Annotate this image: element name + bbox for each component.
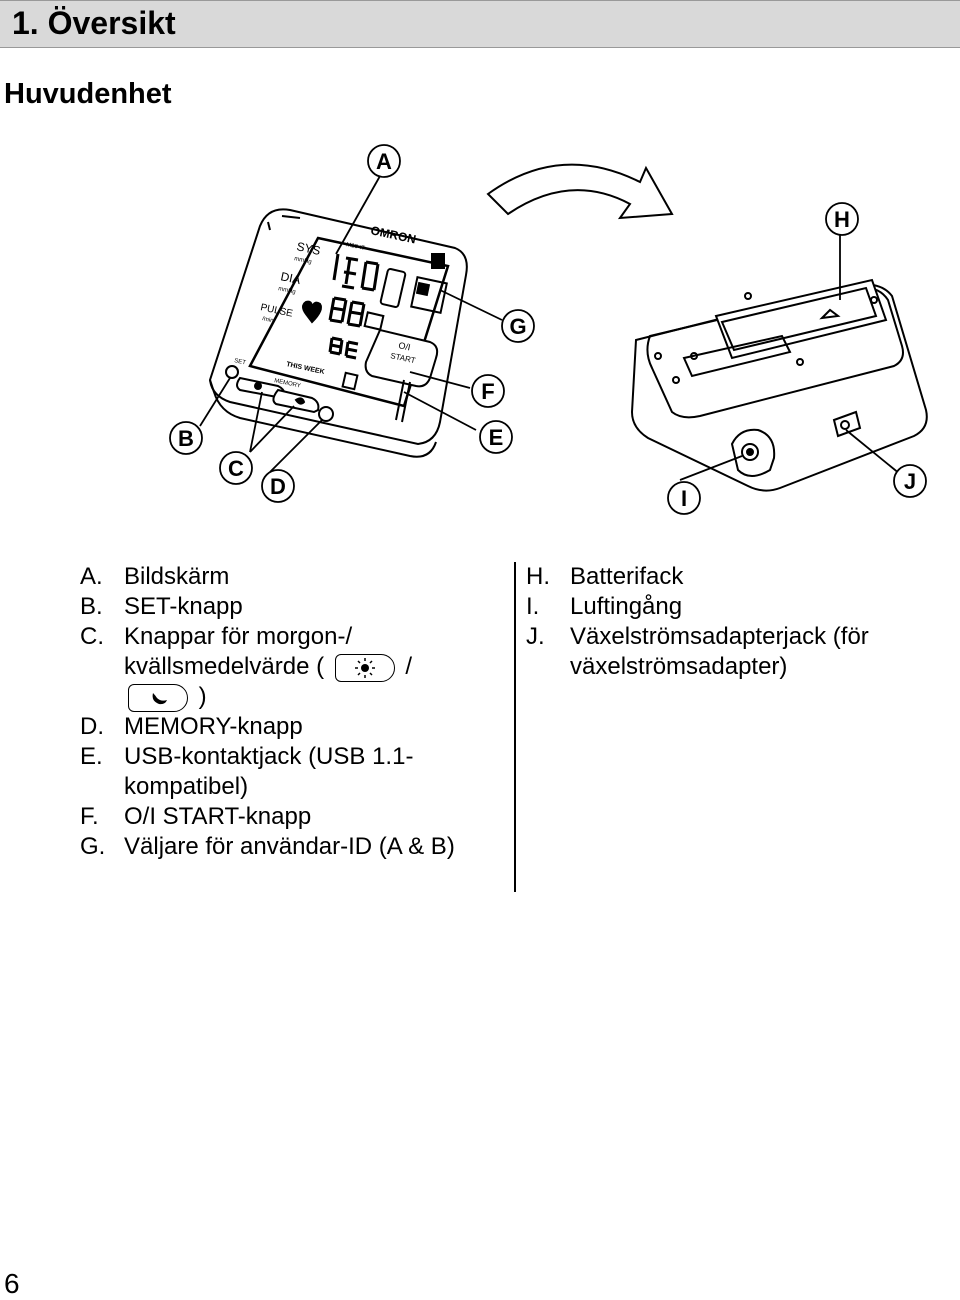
legend-item-c: C. Knappar för morgon-/ kvällsmedelvärde… — [80, 623, 413, 712]
page-number: 6 — [4, 1268, 20, 1299]
dia-label: DIA — [279, 269, 301, 287]
svg-text:H: H — [834, 207, 850, 232]
svg-text:J: J — [904, 469, 916, 494]
legend-item-i: I. Luftingång — [526, 593, 683, 620]
memory-label: MEMORY — [274, 378, 302, 389]
callout-i: I — [667, 481, 701, 515]
legend-item-d: D. MEMORY-knapp — [80, 713, 303, 740]
svg-text:F: F — [481, 379, 494, 404]
svg-text:A: A — [376, 149, 392, 174]
front-unit — [208, 208, 468, 458]
svg-text:E: E — [489, 425, 504, 450]
moon-icon — [128, 683, 188, 712]
callout-f: F — [471, 374, 505, 408]
callout-b: B — [169, 421, 203, 455]
section-header-bar: 1. Översikt — [0, 0, 960, 48]
start-label-line1: O/I — [398, 340, 412, 352]
svg-text:C: C — [228, 456, 244, 481]
callout-j: J — [893, 464, 927, 498]
sys-label: SYS — [295, 239, 321, 258]
callout-d: D — [261, 469, 295, 503]
legend-item-g: G. Väljare för användar-ID (A & B) — [80, 833, 455, 860]
callout-h: H — [825, 202, 859, 236]
pulse-unit-label: /min — [262, 316, 274, 324]
legend-right: H. Batterifack I. Luftingång J. Växelstr… — [526, 562, 946, 682]
callout-g: G — [501, 309, 535, 343]
legend-left: A. Bildskärm B. SET-knapp C. Knappar för… — [80, 562, 500, 862]
subheading: Huvudenhet — [4, 78, 172, 110]
callout-lines — [199, 175, 901, 481]
device-illustration: OMRON M10-IT SYS mmHg DIA mmHg PULSE /mi… — [169, 144, 928, 515]
legend-divider — [514, 562, 516, 892]
section-title: 1. Översikt — [12, 5, 176, 41]
svg-text:G: G — [509, 314, 526, 339]
callout-e: E — [479, 420, 513, 454]
legend-item-f: F. O/I START-knapp — [80, 803, 312, 830]
svg-text:B: B — [178, 426, 194, 451]
legend-item-j: J. Växelströmsadapterjack (för växelströ… — [526, 623, 869, 680]
flip-arrow — [486, 163, 674, 220]
legend-item-h: H. Batterifack — [526, 563, 684, 590]
sun-icon — [334, 653, 395, 682]
callout-a: A — [367, 144, 401, 178]
set-label: SET — [234, 358, 247, 366]
legend-item-a: A. Bildskärm — [80, 563, 230, 590]
dia-unit-label: mmHg — [278, 286, 297, 296]
back-unit — [630, 278, 928, 492]
svg-text:D: D — [270, 474, 286, 499]
legend-item-e: E. USB-kontaktjack (USB 1.1-kompatibel) — [80, 743, 414, 800]
callout-c: C — [219, 451, 253, 485]
legend-item-b: B. SET-knapp — [80, 593, 243, 620]
sys-unit-label: mmHg — [294, 256, 313, 266]
svg-text:I: I — [681, 486, 687, 511]
model-label: M10-IT — [346, 242, 366, 252]
